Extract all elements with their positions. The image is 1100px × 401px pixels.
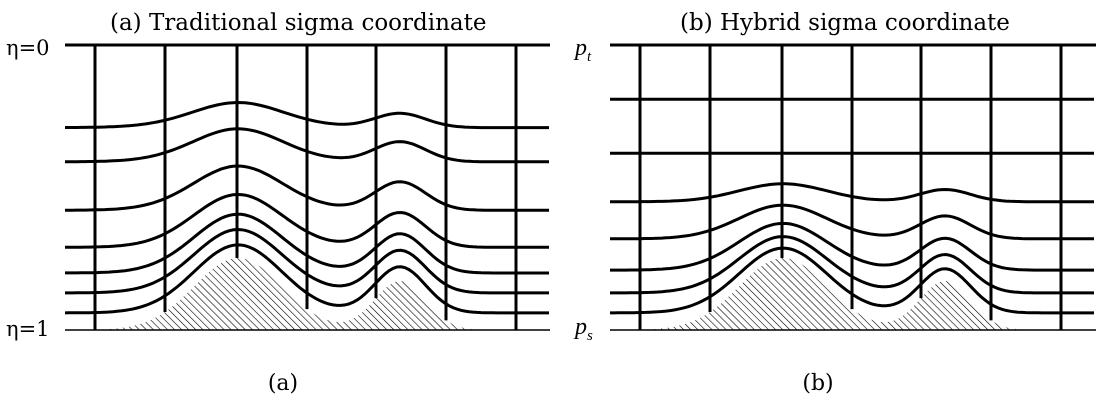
panel-b: (b) Hybrid sigma coordinate pt ps (b) [573, 10, 1096, 396]
coordinate-surface-line [610, 246, 1094, 315]
panel-b-terrain [610, 258, 1096, 330]
coordinate-surface-line [65, 127, 549, 164]
panel-b-top-label: pt [573, 35, 592, 65]
panel-a-grid-lines [64, 43, 550, 331]
panel-b-grid-lines [610, 43, 1096, 331]
coordinate-surface-line [64, 243, 549, 315]
panel-a-terrain [65, 258, 550, 330]
coordinate-surface-line [610, 221, 1094, 272]
panel-b-caption: (b) [802, 371, 833, 396]
coordinate-surface-line [610, 182, 1094, 204]
coordinate-surface-line [65, 100, 549, 130]
panel-a-bottom-label: η=1 [6, 317, 50, 341]
coordinate-surface-line [610, 203, 1094, 241]
panel-a-title: (a) Traditional sigma coordinate [110, 10, 486, 36]
panel-b-bottom-label: ps [573, 314, 593, 344]
coordinate-surface-line [65, 212, 549, 275]
coordinate-surface-line [65, 164, 549, 212]
panel-b-title: (b) Hybrid sigma coordinate [680, 10, 1010, 36]
coordinate-surface-line [65, 192, 549, 249]
panel-a-top-label: η=0 [6, 36, 50, 60]
panel-a-caption: (a) [268, 371, 298, 396]
panel-a: (a) Traditional sigma coordinate η=0 η=1… [6, 10, 550, 396]
coordinate-surface-line [610, 235, 1094, 295]
coordinate-surface-line [65, 227, 549, 295]
